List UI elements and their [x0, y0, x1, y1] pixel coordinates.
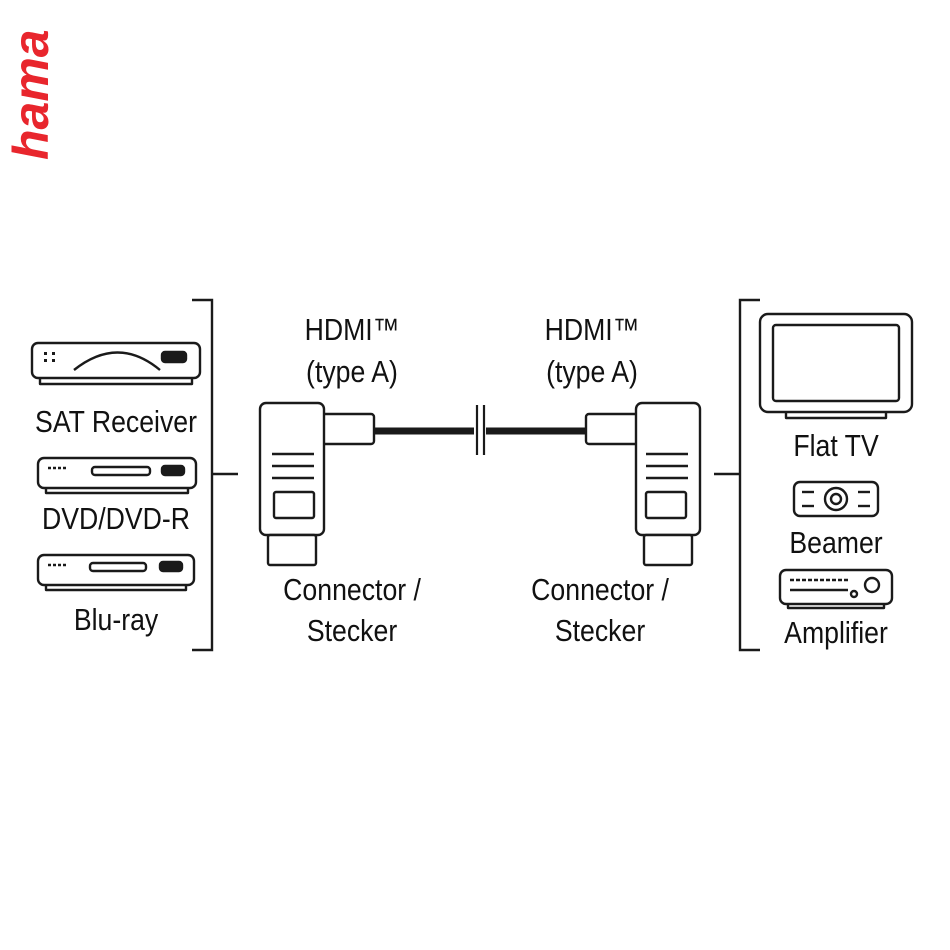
flat-tv-icon — [758, 312, 914, 420]
bluray-player-icon — [36, 553, 196, 592]
hdmi-cable — [258, 401, 702, 567]
right-hdmi-connector — [584, 401, 702, 567]
right-bracket — [714, 298, 760, 652]
right-connector-caption-line2: Stecker — [555, 614, 646, 648]
dvd-player-icon — [36, 456, 198, 495]
right-connector-caption-line1: Connector / — [531, 573, 670, 607]
source-label-dvd: DVD/DVD-R — [42, 502, 190, 536]
sink-label-beamer: Beamer — [789, 526, 883, 560]
source-label-sat: SAT Receiver — [35, 405, 197, 439]
left-hdmi-connector — [258, 401, 376, 567]
right-connector-type-line2: (type A) — [546, 355, 638, 389]
left-connector-caption-line1: Connector / — [283, 573, 422, 607]
left-bracket — [192, 298, 238, 652]
sink-label-amplifier: Amplifier — [784, 616, 888, 650]
sat-receiver-icon — [30, 341, 202, 386]
svg-text:hama: hama — [3, 29, 59, 160]
cable-break-marker — [475, 405, 486, 455]
source-label-bluray: Blu-ray — [74, 603, 159, 637]
source-devices — [30, 341, 202, 592]
sink-label-flat-tv: Flat TV — [793, 429, 879, 463]
right-connector-type-line1: HDMI™ — [545, 313, 640, 347]
projector-icon — [792, 480, 880, 518]
amplifier-icon — [778, 568, 894, 610]
hama-logo: hama — [3, 29, 59, 160]
left-connector-caption-line2: Stecker — [307, 614, 398, 648]
left-connector-type-line2: (type A) — [306, 355, 398, 389]
left-connector-type-line1: HDMI™ — [305, 313, 400, 347]
sink-devices — [758, 312, 914, 610]
